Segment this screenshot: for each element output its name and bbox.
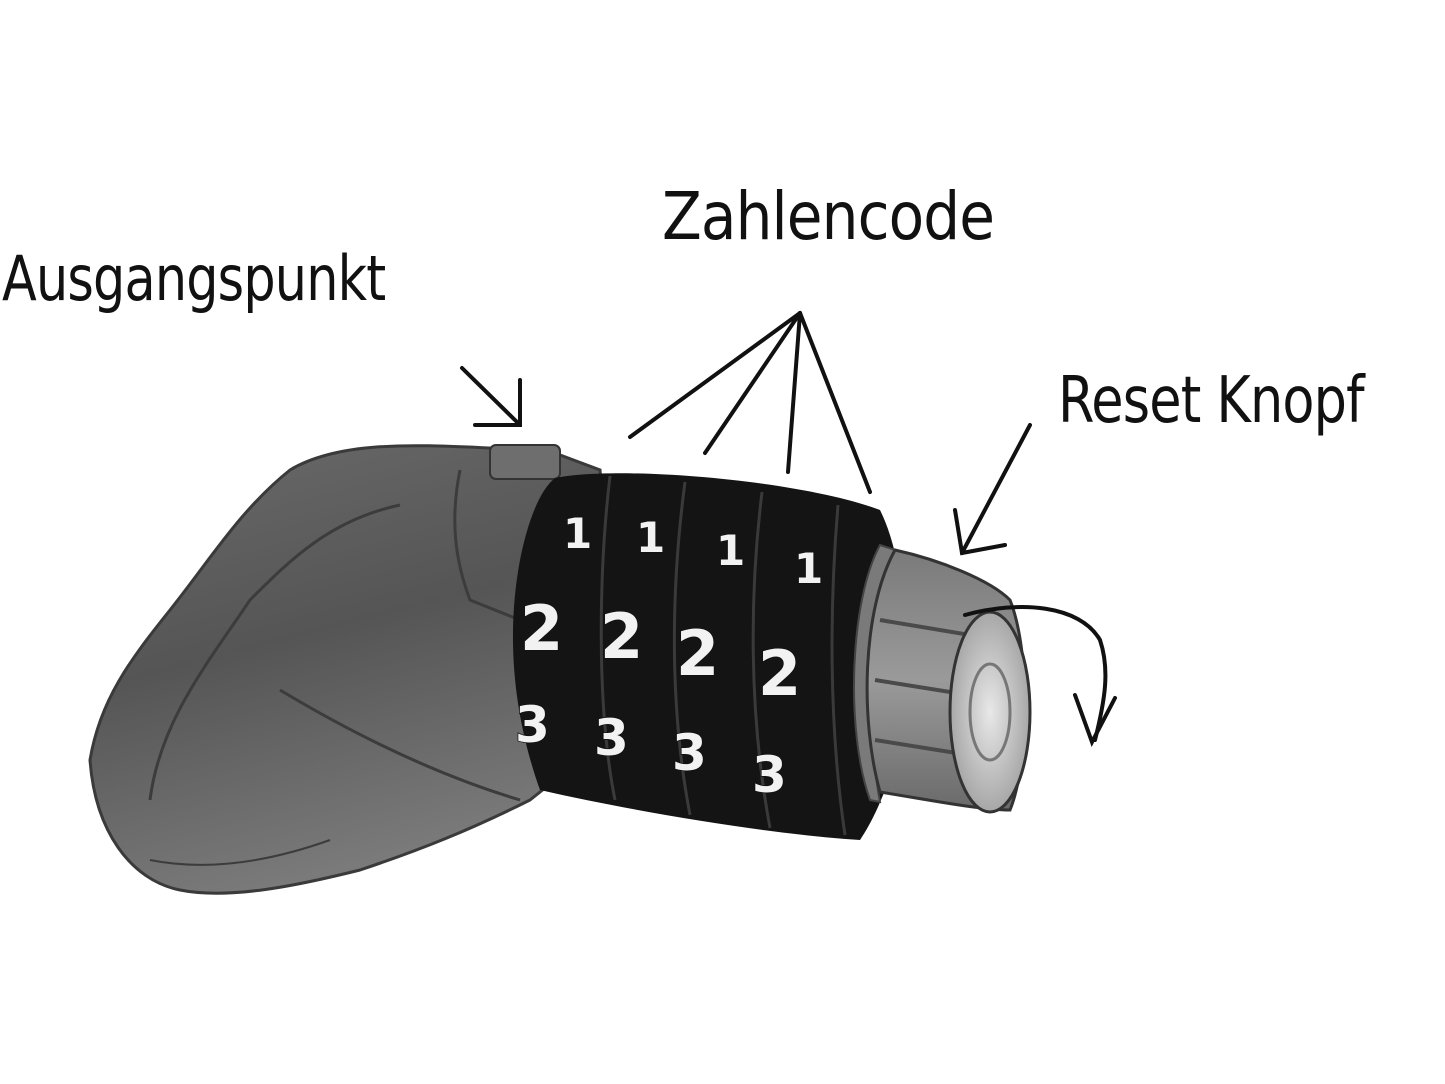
lock-body [88,444,612,895]
dial-1[interactable]: 1 2 3 [514,508,593,755]
dial-cylinder [512,473,907,840]
dial-3-digit-3: 3 [672,724,707,782]
dial-4[interactable]: 1 2 3 [751,543,824,805]
dial-2-digit-2: 2 [600,600,643,673]
label-reset-button: Reset Knopf [1058,364,1365,438]
dial-2[interactable]: 1 2 3 [593,512,666,768]
label-start-point: Ausgangspunkt [2,242,386,315]
code-line-2 [703,311,802,455]
dial-1-digit-2: 2 [520,592,563,665]
start-point-marker [489,444,561,480]
rotation-arrowhead [1073,693,1117,747]
code-line-4 [798,311,872,494]
rotation-arrow [963,605,1108,742]
label-number-code: Zahlencode [662,178,995,255]
dial-1-digit-3: 3 [515,696,550,754]
reset-knob-face[interactable] [948,610,1032,814]
dial-3-digit-1: 1 [716,526,745,575]
code-line-1 [628,311,802,439]
dial-3-digit-2: 2 [676,617,719,690]
dial-2-digit-3: 3 [594,709,629,767]
start-point-arrow [460,366,522,427]
dial-1-digit-1: 1 [563,509,592,558]
dial-3[interactable]: 1 2 3 [671,525,746,783]
dial-4-digit-2: 2 [758,637,801,710]
reset-arrow [960,423,1032,555]
start-point-arrowhead [473,378,522,427]
code-line-3 [786,311,802,474]
dial-4-digit-3: 3 [752,746,787,804]
annotation-arrows [460,311,1117,747]
dial-2-digit-1: 1 [636,513,665,562]
reset-arrowhead [953,508,1007,556]
dial-4-digit-1: 1 [794,544,823,593]
reset-knob[interactable] [853,543,1032,814]
